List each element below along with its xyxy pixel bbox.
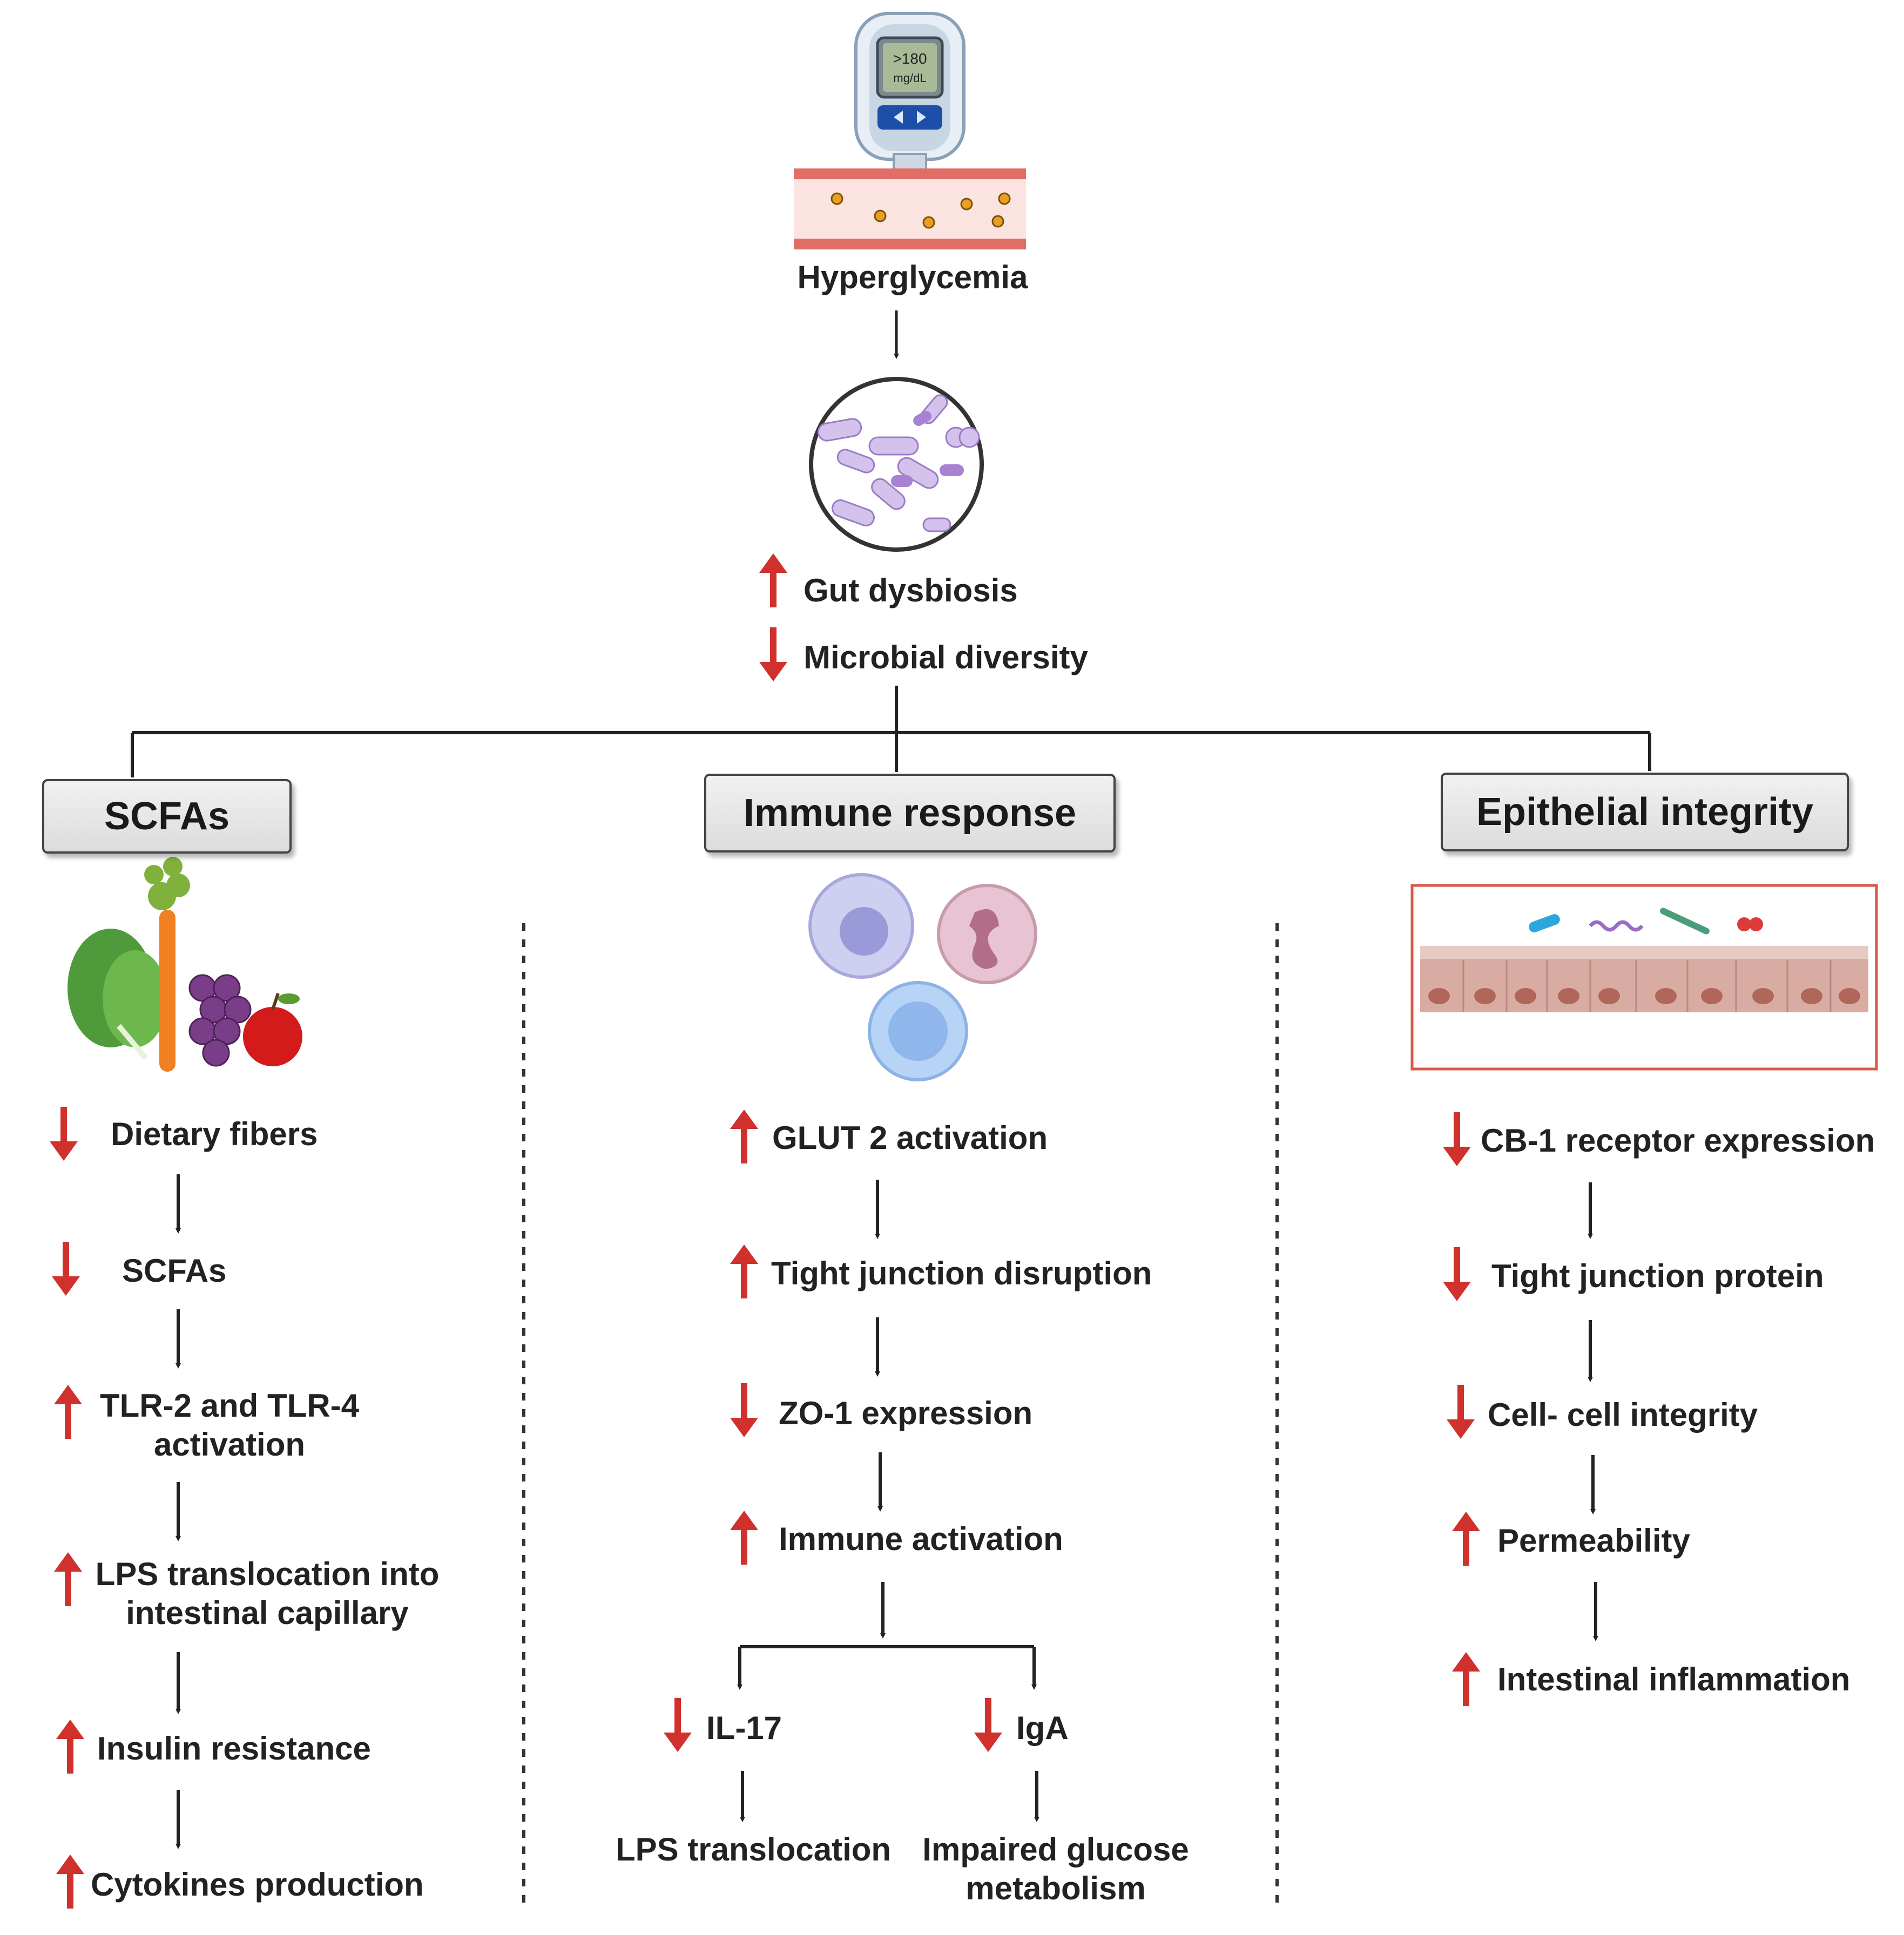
scfa-item-insulin-resistance: Insulin resistance <box>97 1730 371 1767</box>
arrow-down-epi-cb1 <box>1443 1112 1471 1166</box>
arrow-down-epi-cell-cell <box>1447 1385 1475 1439</box>
arrow-down-scfa-scfas <box>52 1242 80 1296</box>
immune-outcome-lps-translocation: LPS translocation <box>615 1831 892 1868</box>
epi-item-cell-cell-integrity: Cell- cell integrity <box>1488 1397 1758 1433</box>
food-icon <box>67 857 302 1072</box>
arrow-up-scfa-lps <box>54 1552 82 1606</box>
immune-branch-connector <box>737 1645 1039 1822</box>
immune-item-glut2: GLUT 2 activation <box>772 1120 1048 1156</box>
status-arrows <box>50 553 1480 1909</box>
arrow-up-epi-permeability <box>1452 1512 1480 1566</box>
glucometer-icon: >180 mg/dL <box>854 12 965 194</box>
gut-dysbiosis-label: Gut dysbiosis <box>804 572 1018 608</box>
immune-item-zo1: ZO-1 expression <box>779 1395 1033 1431</box>
scfa-item-dietary-fibers: Dietary fibers <box>111 1116 318 1152</box>
category-box-epithelial-integrity: Epithelial integrity <box>1441 773 1849 851</box>
arrow-down-microbial-diversity <box>759 627 787 681</box>
arrow-up-immune-tight-junction <box>730 1244 758 1298</box>
meter-display-value: >180 <box>893 50 927 67</box>
arrow-up-scfa-cytokines <box>56 1855 84 1909</box>
arrow-up-immune-activation <box>730 1511 758 1565</box>
epi-item-intestinal-inflammation: Intestinal inflammation <box>1497 1661 1851 1697</box>
scfa-item-scfas: SCFAs <box>122 1253 227 1289</box>
blood-vessel-icon <box>794 168 1026 249</box>
arrow-up-epi-inflammation <box>1452 1652 1480 1706</box>
arrow-down-immune-zo1 <box>730 1383 758 1437</box>
arrow-up-scfa-insulin <box>56 1720 84 1774</box>
arrow-up-scfa-tlr <box>54 1385 82 1439</box>
tree-connector <box>131 686 1651 777</box>
epithelium-icon <box>1410 884 1878 1071</box>
scfa-item-lps-translocation: LPS translocation into intestinal capill… <box>95 1556 440 1631</box>
immune-branch-il17: IL-17 <box>706 1710 782 1746</box>
immune-item-tight-junction-disruption: Tight junction disruption <box>771 1255 1152 1291</box>
epithelial-chain-arrows <box>1588 1182 1598 1641</box>
immune-outcome-impaired-glucose: Impaired glucose metabolism <box>922 1831 1189 1906</box>
scfa-item-tlr-activation: TLR-2 and TLR-4 activation <box>100 1388 359 1463</box>
epi-item-permeability: Permeability <box>1497 1523 1690 1559</box>
epi-item-tight-junction-protein: Tight junction protein <box>1491 1258 1824 1294</box>
meter-display-unit: mg/dL <box>893 71 926 85</box>
arrow-up-gut-dysbiosis <box>759 553 787 607</box>
arrow-down-epi-tight-junction <box>1443 1247 1471 1301</box>
immune-branch-iga: IgA <box>1016 1710 1069 1746</box>
bacteria-icon <box>809 377 984 552</box>
hyperglycemia-label: Hyperglycemia <box>797 259 1028 295</box>
arrow-up-immune-glut2 <box>730 1109 758 1163</box>
epi-item-cb1-receptor: CB-1 receptor expression <box>1481 1122 1875 1159</box>
scfa-item-cytokines-production: Cytokines production <box>91 1866 424 1903</box>
immune-item-immune-activation: Immune activation <box>779 1521 1063 1557</box>
arrow-down-immune-il17 <box>664 1698 692 1752</box>
category-box-scfas: SCFAs <box>42 779 292 854</box>
immune-chain-arrows <box>875 1180 886 1639</box>
category-box-immune-response: Immune response <box>704 774 1116 853</box>
arrow-down-immune-iga <box>974 1698 1002 1752</box>
microbial-diversity-label: Microbial diversity <box>804 639 1088 675</box>
arrow-down-scfa-dietary-fibers <box>50 1107 78 1161</box>
immune-cells-icon <box>808 873 1037 1081</box>
